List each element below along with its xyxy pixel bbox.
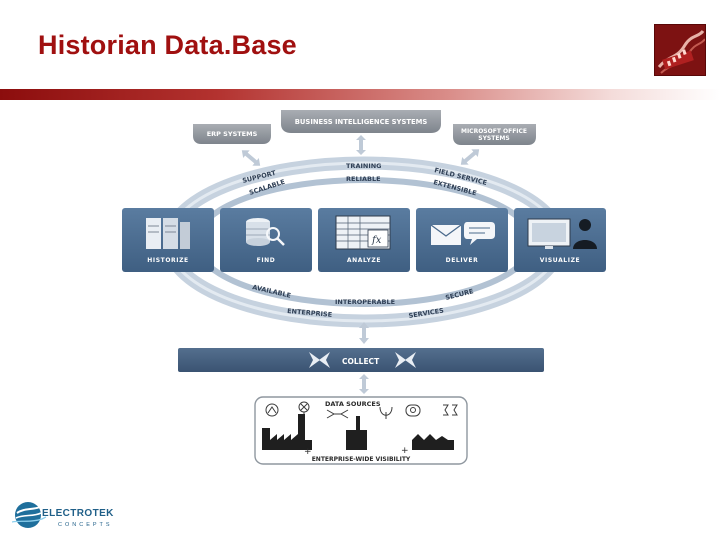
motor-icon [405,404,421,417]
factory-silhouettes [262,414,454,450]
slide-title: Historian Data.Base [38,30,297,60]
coil-left-icon [443,404,449,416]
microsoft-office-label-line2: SYSTEMS [478,135,509,142]
logo-name: ELECTROTEK [42,508,114,519]
erp-connector-arrow [241,150,261,166]
ring-word-enterprise: ENTERPRISE [287,307,333,319]
erp-systems-box: ERP SYSTEMS [193,124,271,144]
logo-tagline: CONCEPTS [58,522,113,528]
collect-bar: COLLECT [178,348,544,372]
gauge-needle-icon [267,406,277,414]
spreadsheet-formula-icon: fx [335,215,391,250]
module-analyze-label: ANALYZE [347,257,381,264]
module-visualize: VISUALIZE [514,208,606,272]
office-connector-arrow [460,149,480,165]
ring-word-available: AVAILABLE [252,283,292,300]
factory-right-icon [412,434,454,450]
module-deliver: DELIVER [416,208,508,272]
ring-collect-arrow [359,322,369,344]
mail-chat-icon [430,222,495,245]
module-find-label: FIND [257,257,276,264]
corner-logo [654,24,706,76]
svg-text:fx: fx [371,235,382,246]
plus-sign-left: + [304,447,312,457]
factory-center-icon [346,416,367,450]
business-intelligence-box: BUSINESS INTELLIGENCE SYSTEMS [281,110,441,133]
coil-right-icon [452,404,458,416]
bi-connector-arrow [356,135,366,155]
enterprise-visibility-label: ENTERPRISE-WIDE VISIBILITY [312,456,411,463]
module-historize-label: HISTORIZE [147,257,188,264]
module-find: FIND [220,208,312,272]
data-sources-panel: DATA SOURCES + + ENTERPRISE-WIDE VISIBI [254,396,468,465]
top-connector-arrows [241,135,480,166]
module-visualize-label: VISUALIZE [540,257,580,264]
module-deliver-label: DELIVER [446,257,479,264]
microsoft-office-box: MICROSOFT OFFICE SYSTEMS [453,124,536,145]
gauge-icon [265,403,279,417]
plus-sign-right: + [401,446,409,456]
collect-arrows-left-icon [309,352,330,368]
factory-left-icon [262,414,312,450]
electrotek-logo: ELECTROTEK CONCEPTS [12,502,114,528]
collect-label: COLLECT [342,357,380,366]
module-analyze: fx ANALYZE [318,208,410,272]
data-sources-title: DATA SOURCES [325,400,381,408]
collect-sources-arrow [359,374,369,394]
sensor-icons [265,401,458,420]
ring-word-interoperable: INTEROPERABLE [335,298,395,306]
ring-word-secure: SECURE [445,287,475,302]
ring-word-reliable: RELIABLE [346,175,381,183]
module-historize: HISTORIZE [122,208,214,272]
business-intelligence-label: BUSINESS INTELLIGENCE SYSTEMS [295,118,428,126]
monitor-user-icon [527,218,597,249]
database-search-icon [246,218,285,246]
microsoft-office-label-line1: MICROSOFT OFFICE [461,128,527,135]
collect-arrows-right-icon [395,352,416,368]
title-divider [0,89,720,100]
erp-systems-label: ERP SYSTEMS [207,130,258,138]
server-rack-icon [146,218,190,249]
ring-word-training: TRAINING [346,162,382,170]
